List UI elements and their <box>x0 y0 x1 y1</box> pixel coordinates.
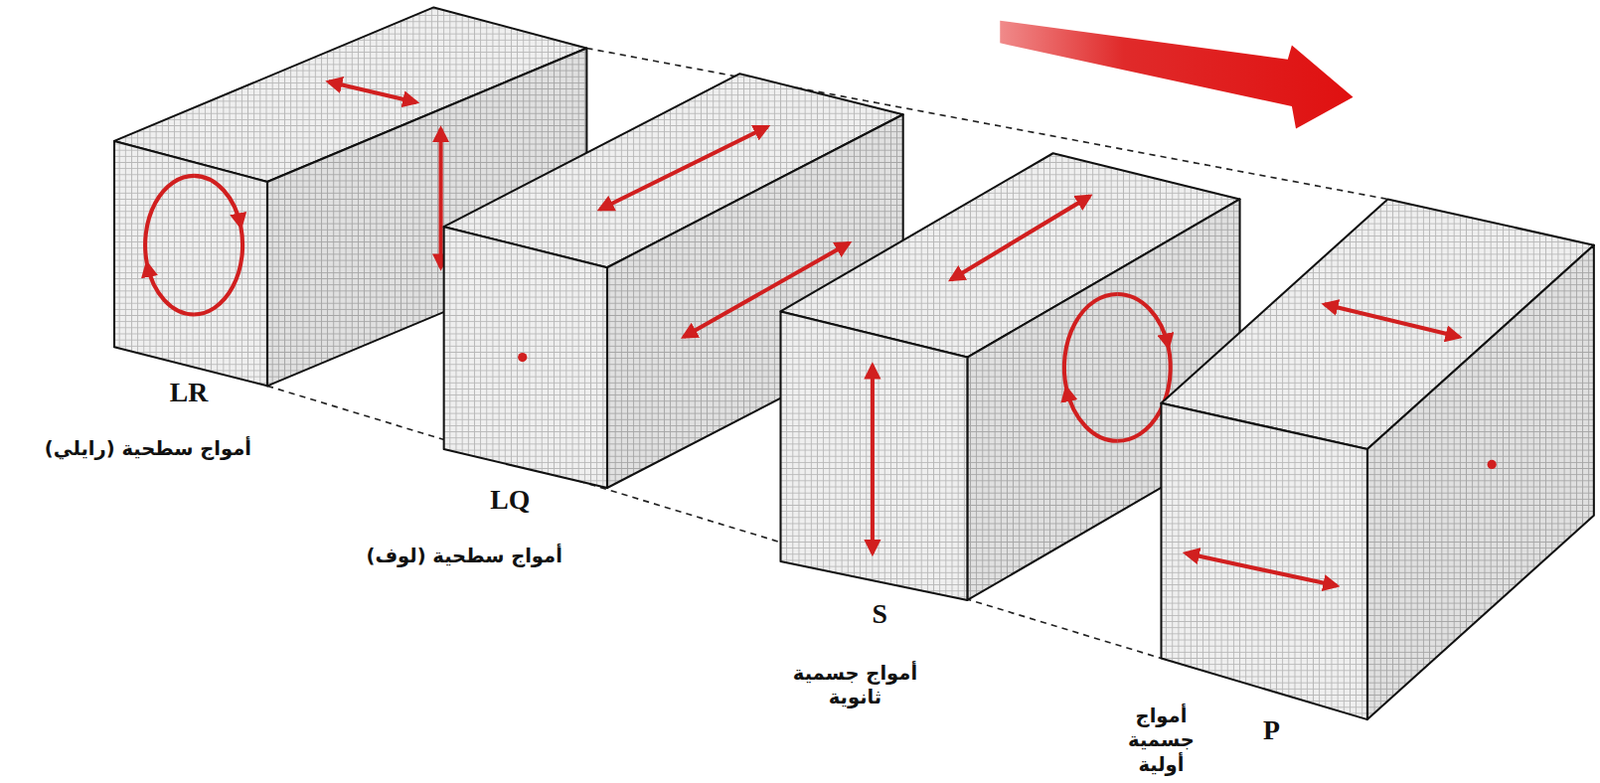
wave-name: أمواج سطحية (لوف) <box>366 544 563 569</box>
wave-code: S <box>871 597 887 633</box>
propagation-arrow <box>999 20 1353 130</box>
rayleigh-motion <box>145 81 441 315</box>
wave-code: LR <box>169 375 209 411</box>
wave-code: P <box>1263 713 1280 749</box>
wave-name: أمواج جسمية ثانوية <box>786 661 925 711</box>
s-wave-motion <box>872 195 1171 553</box>
wave-name: أمواج سطحية (رايلي) <box>44 437 252 462</box>
rock-block-p-wave <box>1160 198 1594 720</box>
wave-name: أمواج جسمية أولية <box>1104 704 1219 778</box>
wave-code: LQ <box>489 482 530 518</box>
p-wave-motion <box>1185 304 1497 586</box>
